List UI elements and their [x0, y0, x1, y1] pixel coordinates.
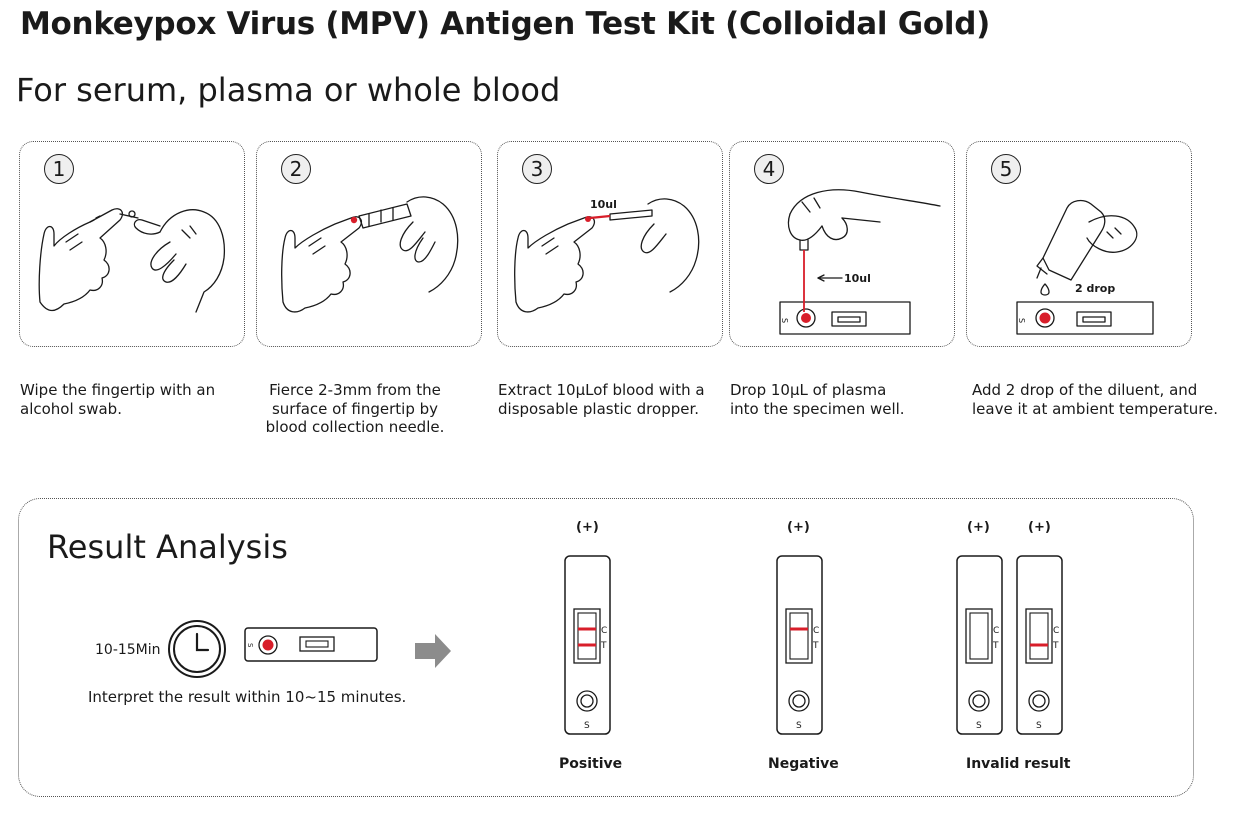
negative-t-letter: T — [812, 641, 819, 651]
invalid-cassette-2: C T S — [1016, 555, 1063, 735]
step-1-caption: Wipe the fingertip with an alcohol swab. — [20, 381, 216, 418]
step-5-panel: 5 S 2 drop — [966, 141, 1192, 347]
negative-plus-mark: (+) — [787, 520, 810, 535]
positive-plus-mark: (+) — [576, 520, 599, 535]
negative-label: Negative — [768, 756, 839, 772]
invalid-2-s-letter: S — [1036, 721, 1042, 731]
step-2-panel: 2 — [256, 141, 482, 347]
step-2-number: 2 — [281, 154, 311, 184]
step-4-panel: 4 S 10ul — [729, 141, 955, 347]
drop-plasma-illustration: S 10ul — [779, 189, 941, 335]
step-5-drop-label: 2 drop — [1075, 282, 1115, 295]
extract-blood-illustration: 10ul — [514, 198, 700, 313]
pierce-fingertip-illustration — [281, 196, 459, 313]
invalid-cassette-1: C T S — [956, 555, 1003, 735]
step-5-s-letter: S — [1017, 318, 1026, 323]
positive-t-letter: T — [600, 641, 607, 651]
negative-s-letter: S — [796, 721, 802, 731]
invalid-2-c-letter: C — [1053, 626, 1059, 636]
page-subtitle: For serum, plasma or whole blood — [16, 71, 561, 109]
test-cassette-icon: S — [244, 627, 378, 662]
step-3-volume-label: 10ul — [590, 198, 617, 211]
step-5-caption: Add 2 drop of the diluent, and leave it … — [972, 381, 1219, 418]
result-title: Result Analysis — [47, 528, 288, 566]
step-4-caption: Drop 10μL of plasma into the specimen we… — [730, 381, 905, 418]
step-4-number: 4 — [754, 154, 784, 184]
step-3-caption: Extract 10μLof blood with a disposable p… — [498, 381, 705, 418]
wipe-fingertip-illustration — [38, 208, 226, 313]
invalid-plus-mark-1: (+) — [967, 520, 990, 535]
add-diluent-illustration: S 2 drop — [1016, 199, 1154, 335]
step-5-number: 5 — [991, 154, 1021, 184]
positive-s-letter: S — [584, 721, 590, 731]
invalid-2-t-letter: T — [1052, 641, 1059, 651]
step-4-s-letter: S — [780, 318, 789, 323]
result-analysis-panel — [18, 498, 1194, 797]
page-title: Monkeypox Virus (MPV) Antigen Test Kit (… — [20, 6, 990, 42]
cassette-s-letter: S — [246, 643, 254, 648]
invalid-label: Invalid result — [966, 756, 1071, 772]
step-2-caption: Fierce 2-3mm from the surface of fingert… — [265, 381, 445, 436]
negative-c-letter: C — [813, 626, 819, 636]
step-3-panel: 3 10ul — [497, 141, 723, 347]
clock-icon — [168, 620, 226, 678]
interpret-instruction: Interpret the result within 10~15 minute… — [88, 688, 407, 706]
negative-cassette: C T S — [776, 555, 823, 735]
invalid-1-c-letter: C — [993, 626, 999, 636]
positive-c-letter: C — [601, 626, 607, 636]
invalid-1-s-letter: S — [976, 721, 982, 731]
invalid-plus-mark-2: (+) — [1028, 520, 1051, 535]
step-4-volume-label: 10ul — [844, 272, 871, 285]
arrow-right-icon — [415, 634, 451, 668]
timer-label: 10-15Min — [95, 642, 161, 658]
invalid-1-t-letter: T — [992, 641, 999, 651]
positive-cassette: C T S — [564, 555, 611, 735]
step-1-number: 1 — [44, 154, 74, 184]
step-1-panel: 1 — [19, 141, 245, 347]
step-3-number: 3 — [522, 154, 552, 184]
positive-label: Positive — [559, 756, 623, 772]
